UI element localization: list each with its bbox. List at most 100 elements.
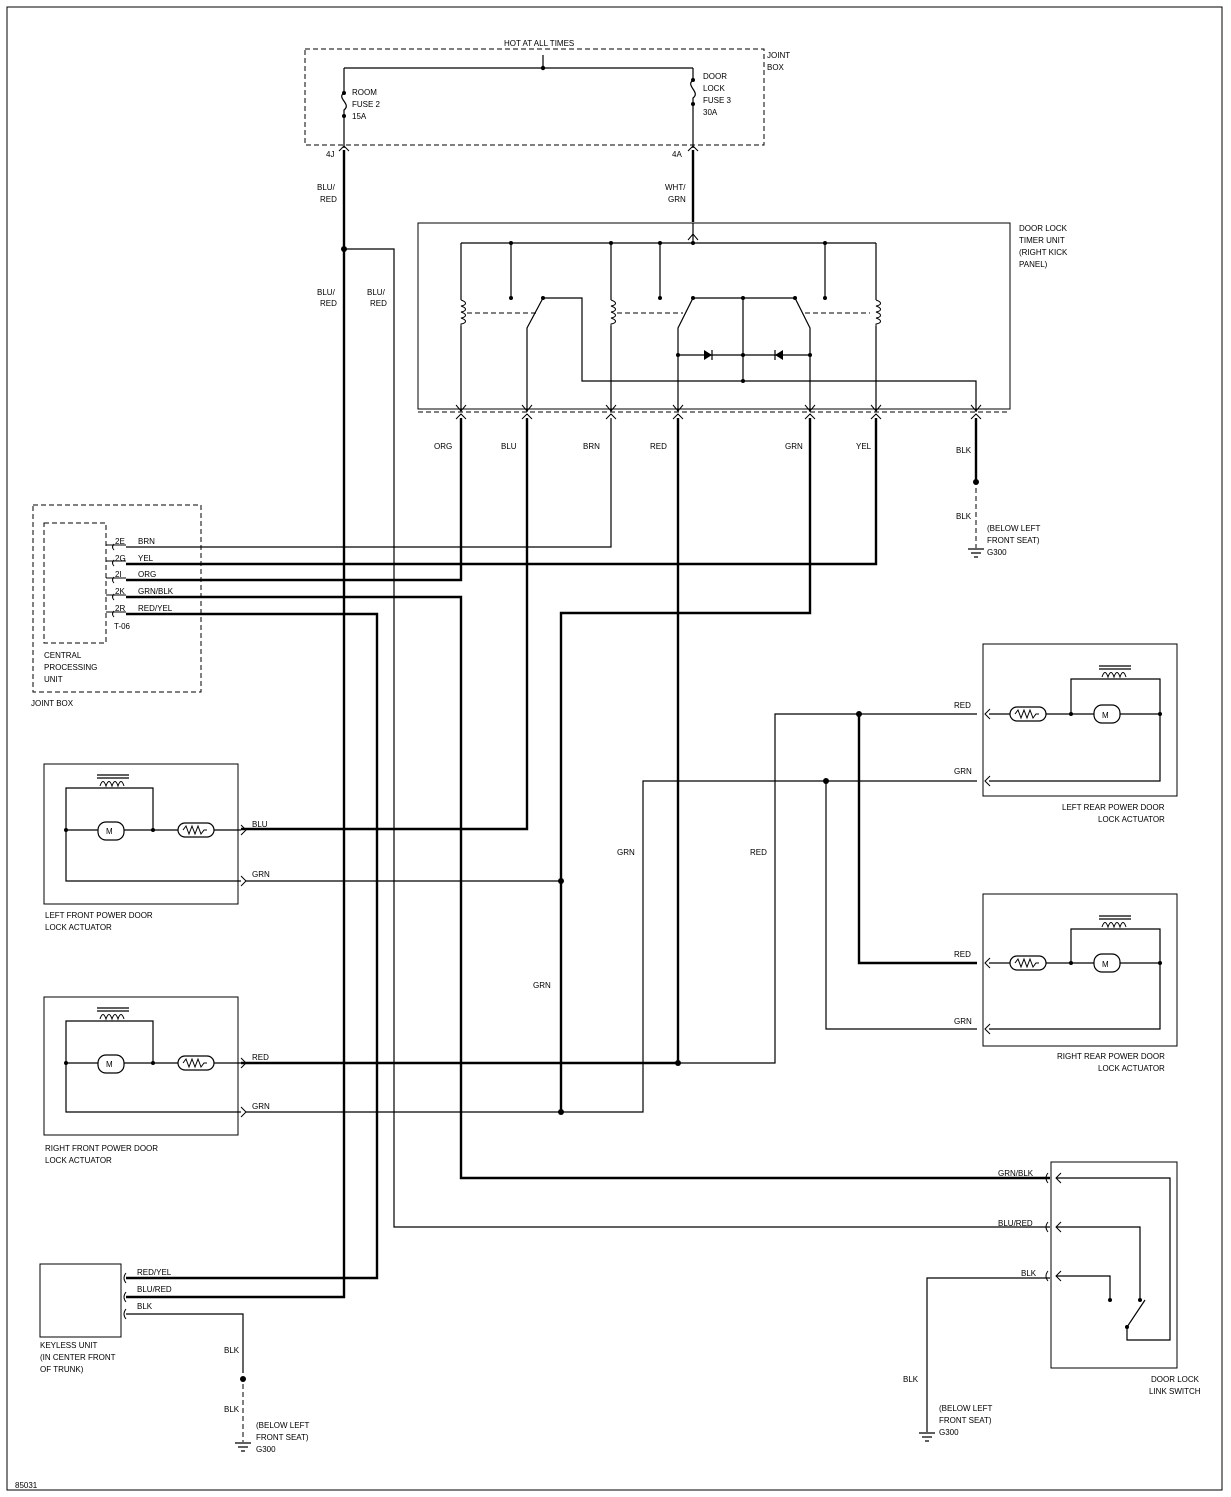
label-rr-red: RED: [954, 950, 971, 959]
label-link-blu-red: BLU/RED: [998, 1219, 1033, 1228]
label-lf-grn: GRN: [252, 870, 270, 879]
label-pin-4a: 4A: [672, 150, 682, 159]
ground-link-symbol: [919, 1432, 935, 1442]
label-wht-grn-2: GRN: [668, 195, 686, 204]
label-cpu-box: JOINT BOX: [31, 699, 74, 708]
label-link-name-2: LINK SWITCH: [1149, 1387, 1201, 1396]
label-rf-name-1: RIGHT FRONT POWER DOOR: [45, 1144, 158, 1153]
cpu-joint-box: [32, 504, 202, 693]
label-figure-id: 85031: [15, 1481, 38, 1490]
label-rf-grn: GRN: [252, 1102, 270, 1111]
wire-blk-link: [926, 1277, 1050, 1432]
label-rf-name-2: LOCK ACTUATOR: [45, 1156, 112, 1165]
label-cpu-pin-2i: 2I: [115, 570, 122, 579]
label-joint-box-top-1: JOINT: [767, 51, 790, 60]
wire-grn-front: [559, 418, 812, 1112]
label-blu-red-right-2: RED: [370, 299, 387, 308]
ground-keyless-symbol: [235, 1442, 251, 1452]
keyless-unit: [39, 1263, 127, 1338]
label-door-lock-fuse-1: DOOR: [703, 72, 727, 81]
wire-org: [126, 418, 463, 582]
label-lr-grn: GRN: [954, 767, 972, 776]
label-cpu-wire-yel: YEL: [138, 554, 154, 563]
label-pin-4j: 4J: [326, 150, 334, 159]
wire-grn-rf: [246, 780, 977, 1113]
label-timer-unit-4: PANEL): [1019, 260, 1048, 269]
wire-brn: [126, 418, 612, 548]
label-out-yel: YEL: [856, 442, 872, 451]
label-keyless-red-yel: RED/YEL: [137, 1268, 172, 1277]
label-rr-grn: GRN: [954, 1017, 972, 1026]
label-blu-red-left-1: BLU/: [317, 288, 336, 297]
label-cpu-name-3: UNIT: [44, 675, 63, 684]
label-cpu-name-2: PROCESSING: [44, 663, 97, 672]
wire-blk-keyless: [126, 1313, 244, 1373]
label-timer-unit-2: TIMER UNIT: [1019, 236, 1065, 245]
label-blk-keyless-2: BLK: [224, 1405, 240, 1414]
label-keyless-blk: BLK: [137, 1302, 153, 1311]
label-ground-timer-2: FRONT SEAT): [987, 536, 1040, 545]
wire-grn-rr: [825, 781, 977, 1030]
label-door-lock-fuse-2: LOCK: [703, 84, 725, 93]
label-wht-grn-1: WHT/: [665, 183, 686, 192]
label-mid-grn: GRN: [617, 848, 635, 857]
label-blu-red-top-2: RED: [320, 195, 337, 204]
label-link-grn-blk: GRN/BLK: [998, 1169, 1034, 1178]
label-cpu-pin-2k: 2K: [115, 587, 125, 596]
label-rr-name-2: LOCK ACTUATOR: [1098, 1064, 1165, 1073]
left-front-actuator: [43, 763, 247, 905]
label-rr-motor: M: [1102, 960, 1109, 969]
label-lf-name-1: LEFT FRONT POWER DOOR: [45, 911, 153, 920]
label-link-blk: BLK: [1021, 1269, 1037, 1278]
label-ground-link-1: (BELOW LEFT: [939, 1404, 992, 1413]
right-front-actuator: [43, 996, 247, 1136]
label-mid-grn-low: GRN: [533, 981, 551, 990]
label-cpu-wire-grn-blk: GRN/BLK: [138, 587, 174, 596]
wire-red-rf: [241, 418, 680, 1065]
door-lock-link-switch: [1045, 1161, 1178, 1369]
label-cpu-pin-2r: 2R: [115, 604, 125, 613]
label-lf-blu: BLU: [252, 820, 268, 829]
label-ground-keyless-1: (BELOW LEFT: [256, 1421, 309, 1430]
label-room-fuse-3: 15A: [352, 112, 367, 121]
label-timer-unit-1: DOOR LOCK: [1019, 224, 1068, 233]
label-out-blu: BLU: [501, 442, 517, 451]
label-hot-at-all-times: HOT AT ALL TIMES: [504, 39, 574, 48]
wire-blu: [241, 418, 529, 831]
label-joint-box-top-2: BOX: [767, 63, 785, 72]
label-ground-timer-1: (BELOW LEFT: [987, 524, 1040, 533]
label-cpu-wire-red-yel: RED/YEL: [138, 604, 173, 613]
label-ground-keyless-3: G300: [256, 1445, 276, 1454]
label-ground-timer-3: G300: [987, 548, 1007, 557]
label-out-brn: BRN: [583, 442, 600, 451]
label-lr-motor: M: [1102, 711, 1109, 720]
label-keyless-name-2: (IN CENTER FRONT: [40, 1353, 116, 1362]
wire-red-rr: [857, 714, 977, 965]
label-link-name-1: DOOR LOCK: [1151, 1375, 1200, 1384]
label-cpu-name-1: CENTRAL: [44, 651, 82, 660]
label-cpu-pin-2e: 2E: [115, 537, 125, 546]
label-rf-motor: M: [106, 1060, 113, 1069]
label-room-fuse-1: ROOM: [352, 88, 377, 97]
label-keyless-blu-red: BLU/RED: [137, 1285, 172, 1294]
label-door-lock-fuse-3: FUSE 3: [703, 96, 732, 105]
ground-timer-symbol: [968, 548, 984, 558]
label-blu-red-top-1: BLU/: [317, 183, 336, 192]
door-lock-timer-unit: [417, 222, 1011, 420]
label-ground-link-3: G300: [939, 1428, 959, 1437]
label-cpu-pin-2g: 2G: [115, 554, 126, 563]
wire-blu-red-link: [344, 248, 1050, 1228]
label-out-red: RED: [650, 442, 667, 451]
label-blk-keyless-1: BLK: [224, 1346, 240, 1355]
label-keyless-name-3: OF TRUNK): [40, 1365, 84, 1374]
wire-grn-blk: [126, 595, 1050, 1180]
label-lr-name-2: LOCK ACTUATOR: [1098, 815, 1165, 824]
label-door-lock-fuse-4: 30A: [703, 108, 718, 117]
wire-red-yel: [126, 612, 379, 1280]
label-out-org: ORG: [434, 442, 452, 451]
label-blk-timer-2: BLK: [956, 512, 972, 521]
label-lr-name-1: LEFT REAR POWER DOOR: [1062, 803, 1165, 812]
label-keyless-name-1: KEYLESS UNIT: [40, 1341, 97, 1350]
